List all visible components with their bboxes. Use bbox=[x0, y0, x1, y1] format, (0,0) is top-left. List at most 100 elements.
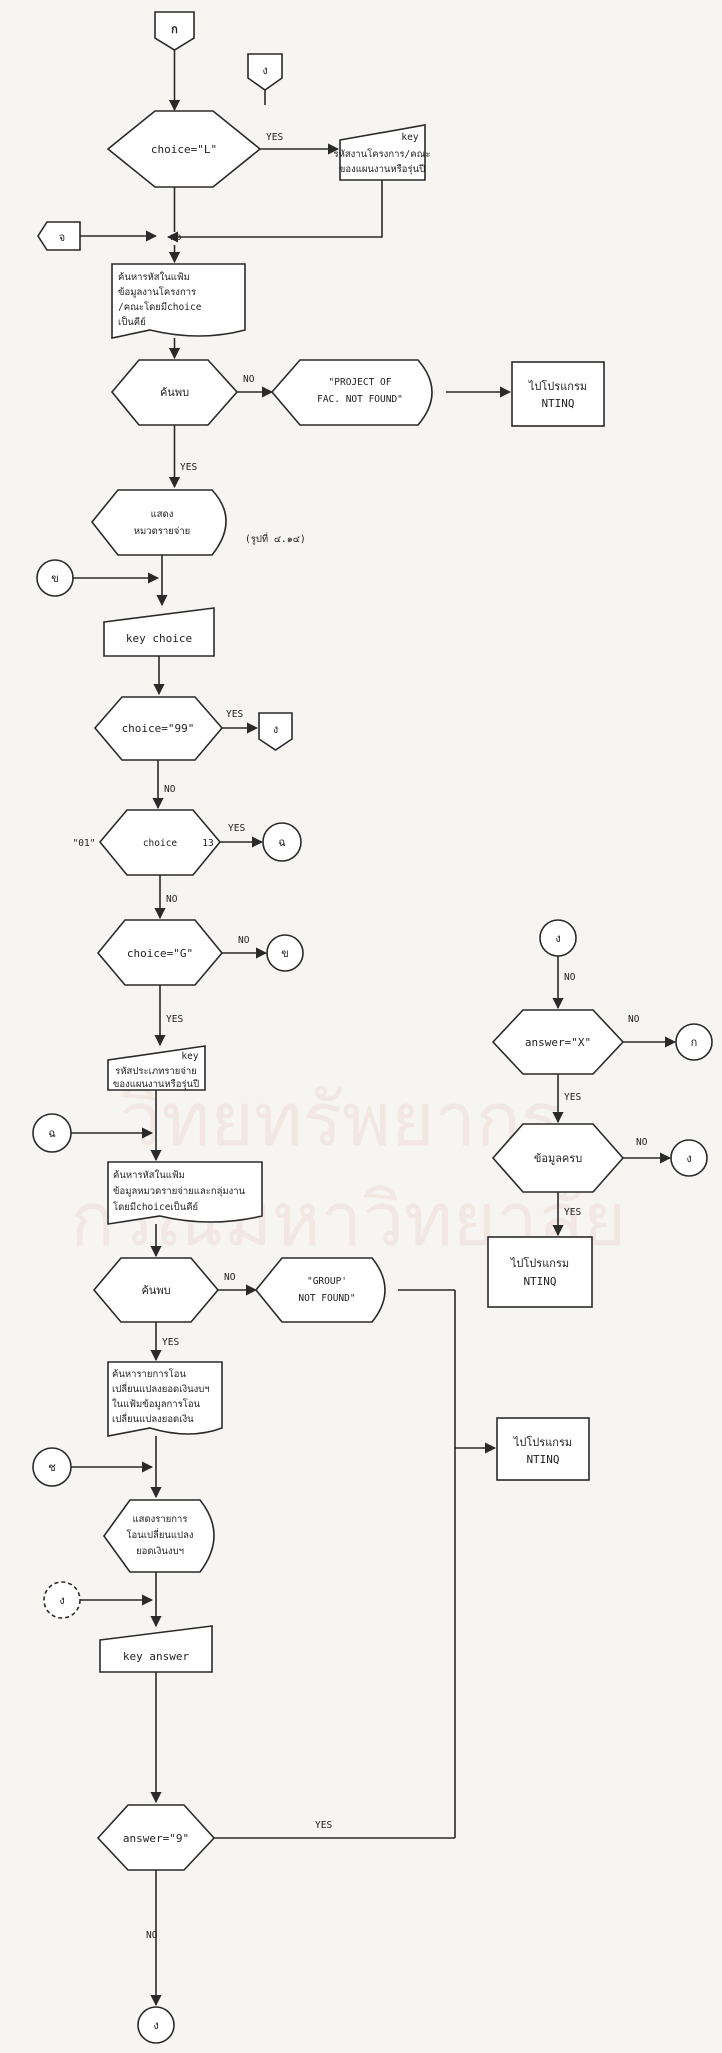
goto-ntinq-3-l1: ไปโปรแกรม bbox=[510, 1256, 569, 1270]
connector-kho-G-label: ข bbox=[281, 947, 289, 960]
connector-right-top-label: ง bbox=[555, 932, 560, 945]
input-key-project-l1: key bbox=[401, 132, 418, 143]
display-project-not-found: "PROJECT OF FAC. NOT FOUND" bbox=[270, 359, 433, 426]
edge-no-choice-99: NO bbox=[164, 784, 176, 795]
display-transfer-l1: แสดงรายการ bbox=[133, 1514, 188, 1525]
input-key-answer: key answer bbox=[99, 1625, 213, 1673]
input-key-group-l1: key bbox=[181, 1051, 198, 1062]
connector-end-label: ง bbox=[153, 2019, 158, 2032]
process-search-group-l2: ข้อมูลหมวดรายจ่ายและกลุ่มงาน bbox=[113, 1186, 246, 1197]
edge-no-choice-G: NO bbox=[238, 935, 250, 946]
start-offpage-connector: ก bbox=[154, 11, 195, 51]
connector-kho-G: ข bbox=[266, 934, 304, 972]
connector-r2-label: ง bbox=[686, 1152, 691, 1165]
edge-yes-data-complete: YES bbox=[564, 1207, 581, 1218]
decision-found-group-label: ค้นพบ bbox=[141, 1284, 170, 1297]
connector-ch-2-label: ฉ bbox=[48, 1127, 56, 1140]
decision-answer-X: answer="X" bbox=[491, 1009, 625, 1075]
offpage-connector-cho-label: จ bbox=[59, 231, 65, 244]
edge-yes-answer-X: YES bbox=[564, 1092, 581, 1103]
process-search-transfer-l1: ค้นหารายการโอน bbox=[112, 1368, 186, 1380]
display-expense-categories-l2: หมวดรายจ่าย bbox=[134, 526, 191, 537]
decision-choice-L-label: choice="L" bbox=[151, 143, 217, 156]
decision-answer-9-label: answer="9" bbox=[123, 1832, 189, 1845]
offpage-connector-ng: ง bbox=[247, 53, 283, 91]
display-group-not-found: "GROUP' NOT FOUND" bbox=[254, 1257, 386, 1323]
goto-ntinq-3-l2: NTINQ bbox=[523, 1275, 556, 1288]
connector-ng-3-label: ง bbox=[59, 1594, 64, 1607]
process-search-project-l2: ข้อมูลงานโครงการ bbox=[118, 286, 196, 298]
edge-no-answer-9: NO bbox=[146, 1930, 158, 1941]
process-search-group-file: ค้นหารหัสในแฟ้ม ข้อมูลหมวดรายจ่ายและกลุ่… bbox=[107, 1161, 263, 1225]
connector-right-top: ง bbox=[539, 919, 577, 957]
connector-ch-3: ช bbox=[32, 1447, 72, 1487]
edge-no-found-group: NO bbox=[224, 1272, 236, 1283]
display-expense-categories: แสดง หมวดรายจ่าย bbox=[90, 489, 227, 556]
decision-choice-L: choice="L" bbox=[106, 110, 262, 188]
offpage-connector-ng-99-label: ง bbox=[273, 723, 278, 736]
process-search-project-l4: เป็นคีย์ bbox=[118, 315, 146, 328]
offpage-connector-ng-99: ง bbox=[258, 712, 293, 751]
edge-yes-found-group: YES bbox=[162, 1337, 179, 1348]
input-key-group-l2: รหัสประเภทรายจ่าย bbox=[115, 1066, 197, 1077]
edge-no-found-project: NO bbox=[243, 374, 255, 385]
edge-no-range: NO bbox=[166, 894, 178, 905]
goto-ntinq-2: ไปโปรแกรม NTINQ bbox=[496, 1417, 590, 1481]
display-project-not-found-l1: "PROJECT OF bbox=[329, 377, 392, 388]
decision-range-l1: "01" bbox=[73, 838, 96, 849]
junction-no-label: no bbox=[170, 232, 182, 243]
display-transfer-l2: โอนเปลี่ยนแปลง bbox=[126, 1528, 193, 1541]
decision-choice-range: "01" choice 13 bbox=[73, 809, 222, 876]
decision-choice-G: choice="G" bbox=[96, 919, 224, 986]
decision-answer-9: answer="9" bbox=[96, 1804, 216, 1871]
offpage-connector-cho: จ bbox=[37, 221, 81, 251]
edge-yes-choice-L: YES bbox=[266, 132, 283, 143]
connector-ch-3-label: ช bbox=[48, 1461, 55, 1474]
display-project-not-found-l2: FAC. NOT FOUND" bbox=[317, 394, 403, 405]
edge-yes-answer-9: YES bbox=[315, 1820, 332, 1831]
process-search-transfer-l2: เปลี่ยนแปลงยอดเงินงบฯ bbox=[112, 1382, 210, 1395]
edge-no-data-complete: NO bbox=[636, 1137, 648, 1148]
connector-ch-range-label: ฉ bbox=[278, 836, 286, 849]
edge-no-right-top: NO bbox=[564, 972, 576, 983]
edge-yes-range: YES bbox=[228, 823, 245, 834]
process-search-project-file: ค้นหารหัสในแฟ้ม ข้อมูลงานโครงการ /คณะโดย… bbox=[111, 263, 246, 339]
input-key-answer-label: key answer bbox=[123, 1650, 190, 1663]
start-connector-label: ก bbox=[171, 23, 178, 36]
goto-ntinq-1-l1: ไปโปรแกรม bbox=[528, 379, 587, 393]
input-key-project-l2: รหัสงานโครงการ/คณะ bbox=[333, 148, 430, 160]
connector-r1-label: ก bbox=[691, 1036, 698, 1049]
decision-choice-99: choice="99" bbox=[93, 696, 224, 761]
connector-ng-3: ง bbox=[43, 1581, 81, 1619]
goto-ntinq-3: ไปโปรแกรม NTINQ bbox=[487, 1236, 593, 1308]
goto-ntinq-1: ไปโปรแกรม NTINQ bbox=[511, 361, 605, 427]
goto-ntinq-1-l2: NTINQ bbox=[541, 397, 574, 410]
decision-range-l2: choice bbox=[143, 838, 178, 849]
decision-range-l3: 13 bbox=[202, 838, 213, 849]
goto-ntinq-2-l1: ไปโปรแกรม bbox=[513, 1435, 572, 1449]
decision-found-project-label: ค้นพบ bbox=[160, 386, 189, 399]
connector-ch-2: ฉ bbox=[32, 1113, 72, 1153]
connector-kho: ข bbox=[36, 559, 74, 597]
display-figure-note: (รูปที่ ๔.๑๔) bbox=[245, 532, 306, 545]
offpage-connector-ng-label: ง bbox=[262, 64, 267, 77]
display-group-not-found-l2: NOT FOUND" bbox=[298, 1293, 355, 1304]
input-key-choice: key choice bbox=[103, 607, 215, 657]
input-key-project-l3: ของแผนงานหรือรุ่นปี bbox=[339, 163, 425, 175]
process-search-group-l1: ค้นหารหัสในแฟ้ม bbox=[113, 1169, 185, 1181]
edge-no-answer-X: NO bbox=[628, 1014, 640, 1025]
edge-yes-found-project: YES bbox=[180, 462, 197, 473]
connector-r1: ก bbox=[675, 1023, 713, 1061]
process-search-group-l3: โดยมีchoiceเป็นคีย์ bbox=[113, 1200, 198, 1213]
connector-r2: ง bbox=[670, 1139, 708, 1177]
decision-answer-X-label: answer="X" bbox=[525, 1036, 591, 1049]
input-key-group: key รหัสประเภทรายจ่าย ของแผนงานหรือรุ่นป… bbox=[107, 1045, 206, 1091]
display-transfer-l3: ยอดเงินงบฯ bbox=[136, 1546, 184, 1557]
connector-kho-label: ข bbox=[51, 572, 59, 585]
decision-choice-99-label: choice="99" bbox=[122, 722, 195, 735]
process-search-transfer-l4: เปลี่ยนแปลงยอดเงิน bbox=[112, 1412, 194, 1425]
edge-yes-choice-G: YES bbox=[166, 1014, 183, 1025]
display-expense-categories-l1: แสดง bbox=[151, 509, 174, 520]
decision-found-project: ค้นพบ bbox=[110, 359, 239, 426]
